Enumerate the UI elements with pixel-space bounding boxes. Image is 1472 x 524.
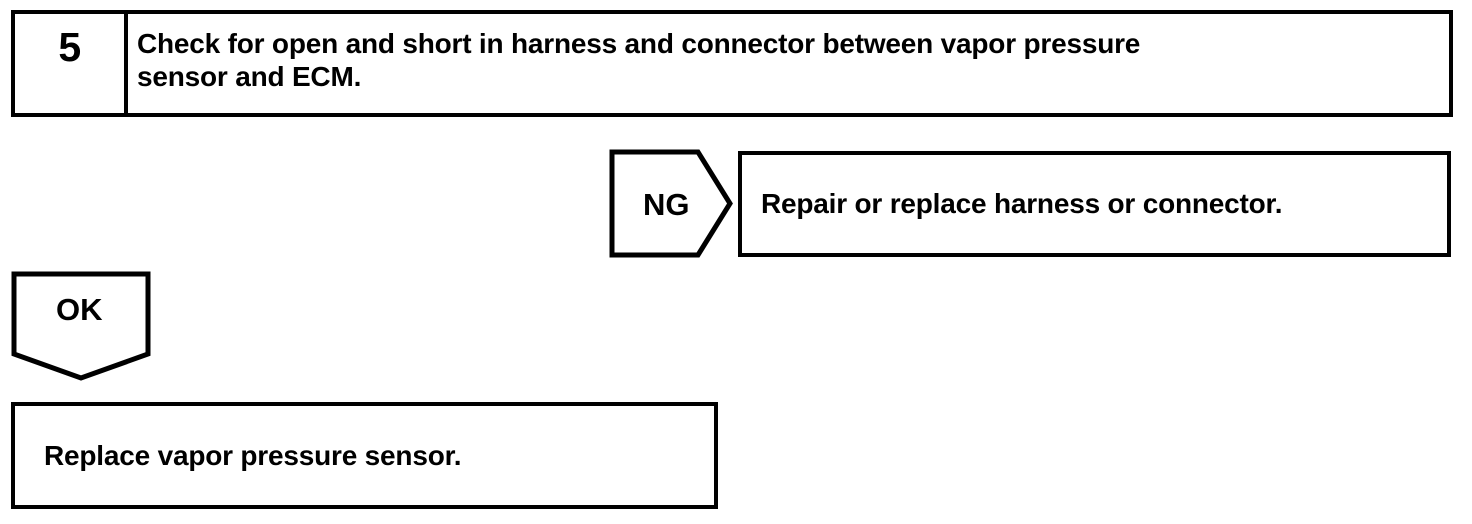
step-number: 5 [58,24,81,70]
judgement-tag-ng: NG [606,146,736,261]
step-instruction-cell: Check for open and short in harness and … [128,14,1449,113]
ng-result-text: Repair or replace harness or connector. [761,188,1283,219]
pentagon-down-icon [11,271,151,381]
judgement-tag-ok-label: OK [56,292,103,327]
step-row: 5 Check for open and short in harness an… [11,10,1453,117]
ok-result-box: Replace vapor pressure sensor. [11,402,718,509]
pentagon-right-icon [609,149,733,258]
ok-result-text: Replace vapor pressure sensor. [44,439,462,471]
step-number-cell: 5 [15,14,128,113]
judgement-tag-ng-label: NG [643,187,690,222]
judgement-tag-ok: OK [8,268,154,384]
ng-result-box: Repair or replace harness or connector. [738,151,1451,257]
step-instruction-text: Check for open and short in harness and … [137,28,1141,92]
